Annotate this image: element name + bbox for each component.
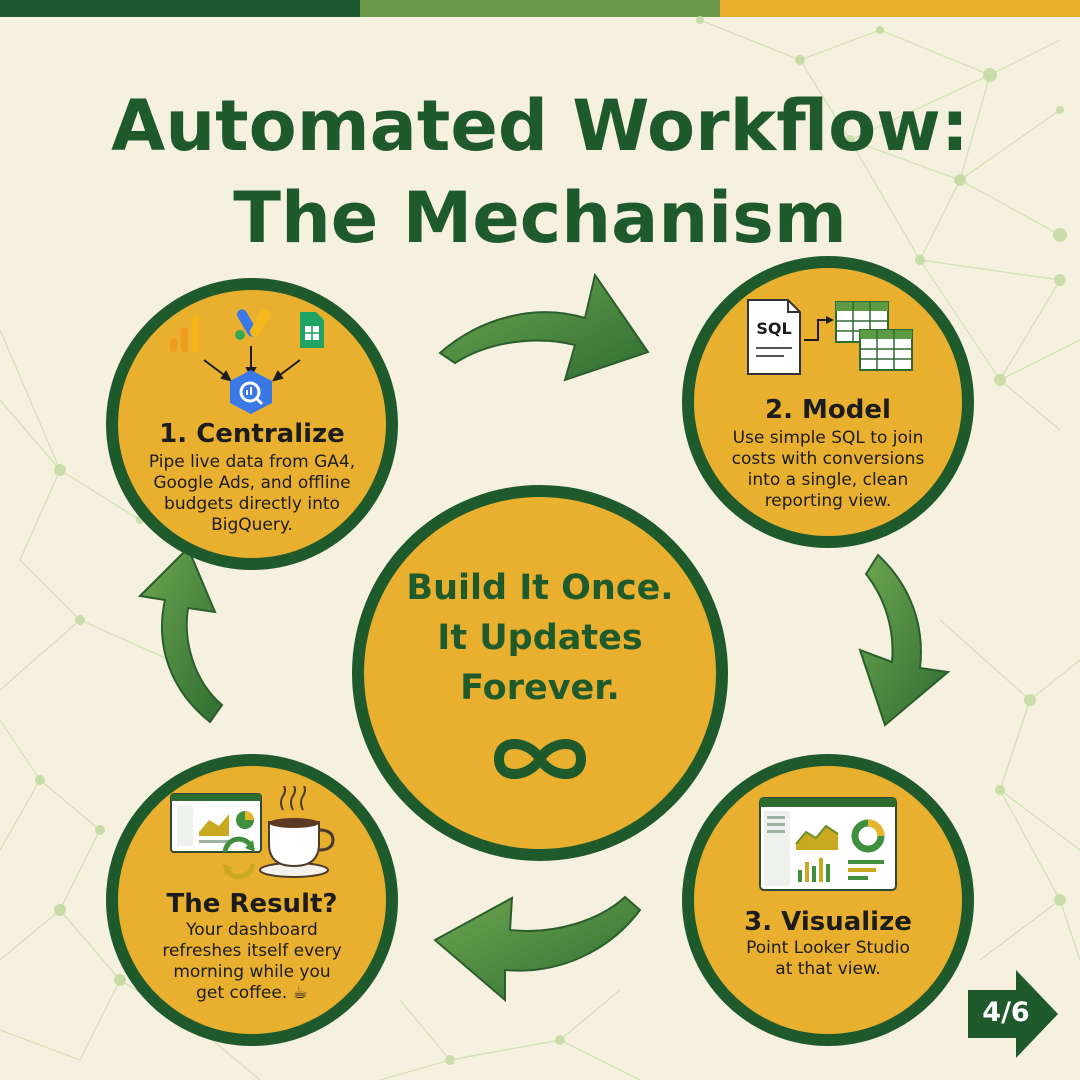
step-1-desc-line: Pipe live data from GA4,: [148, 452, 356, 472]
step-2-desc-line: Use simple SQL to join: [732, 428, 924, 448]
title-line-1: Automated Workflow:: [111, 85, 969, 167]
step-model-circle: SQL 2. Model Use simple SQL to join cost…: [682, 256, 974, 548]
center-line-2: It Updates: [437, 618, 643, 658]
result-description: Your dashboard refreshes itself every mo…: [162, 920, 341, 1004]
page-indicator[interactable]: 4/6: [968, 970, 1060, 1058]
table-icon: [835, 301, 913, 371]
step-centralize-circle: 1. Centralize Pipe live data from GA4, G…: [106, 278, 398, 570]
page-indicator-label: 4/6: [982, 997, 1030, 1028]
step-1-desc-line: budgets directly into: [164, 494, 340, 514]
sql-file-icon: SQL: [747, 299, 801, 375]
result-desc-line: get coffee. ☕: [196, 983, 308, 1003]
result-circle: The Result? Your dashboard refreshes its…: [106, 754, 398, 1046]
title-line-2: The Mechanism: [233, 177, 847, 259]
step-visualize-circle: 3. Visualize Point Looker Studio at that…: [682, 754, 974, 1046]
top-accent-bar: [0, 0, 1080, 17]
result-desc-line: morning while you: [173, 962, 331, 982]
arrow-result-to-step1: [137, 546, 224, 724]
center-line-1: Build It Once.: [406, 568, 674, 608]
step-2-desc-line: into a single, clean: [747, 470, 909, 490]
page-title: Automated Workflow: The Mechanism: [0, 80, 1080, 264]
step-3-description: Point Looker Studio at that view.: [746, 938, 910, 980]
step-2-desc-line: costs with conversions: [731, 449, 925, 469]
sql-to-table-icon-group: SQL: [747, 299, 913, 375]
step-3-desc-line: Point Looker Studio: [746, 938, 910, 958]
result-title: The Result?: [166, 889, 338, 919]
coffee-cup-icon: [259, 786, 335, 878]
accent-bar-gold: [720, 0, 1080, 17]
center-line-3: Forever.: [460, 668, 620, 708]
result-desc-line: refreshes itself every: [162, 941, 342, 961]
dashboard-refresh-icon: [170, 793, 262, 880]
center-message: Build It Once. It Updates Forever.: [406, 563, 673, 713]
center-message-circle: Build It Once. It Updates Forever.: [352, 485, 728, 861]
google-ads-icon: [235, 309, 270, 340]
sql-file-label: SQL: [756, 319, 791, 338]
infinity-icon: [494, 739, 586, 779]
step-2-description: Use simple SQL to join costs with conver…: [732, 428, 925, 512]
arrow-step3-to-result: [433, 895, 642, 1003]
step-2-desc-line: reporting view.: [764, 491, 892, 511]
step-2-title: 2. Model: [765, 395, 891, 425]
accent-bar-light-green: [360, 0, 720, 17]
arrow-step2-to-step3: [858, 553, 951, 727]
data-sources-icon-group: [170, 309, 324, 414]
step-1-title: 1. Centralize: [159, 419, 345, 449]
step-3-desc-line: at that view.: [775, 959, 881, 979]
dashboard-icon: [759, 797, 897, 891]
accent-bar-dark-green: [0, 0, 360, 17]
step-1-description: Pipe live data from GA4, Google Ads, and…: [149, 452, 355, 536]
step-1-desc-line: BigQuery.: [211, 515, 293, 535]
next-arrow-icon: [968, 970, 1058, 1058]
google-analytics-icon: [170, 316, 199, 352]
result-icon-group: [170, 786, 335, 880]
step-1-desc-line: Google Ads, and offline: [153, 473, 351, 493]
google-sheets-icon: [300, 312, 324, 348]
bigquery-icon: [230, 370, 272, 414]
step-3-title: 3. Visualize: [744, 907, 912, 937]
arrow-step1-to-step2: [438, 272, 650, 382]
result-desc-line: Your dashboard: [186, 920, 318, 940]
